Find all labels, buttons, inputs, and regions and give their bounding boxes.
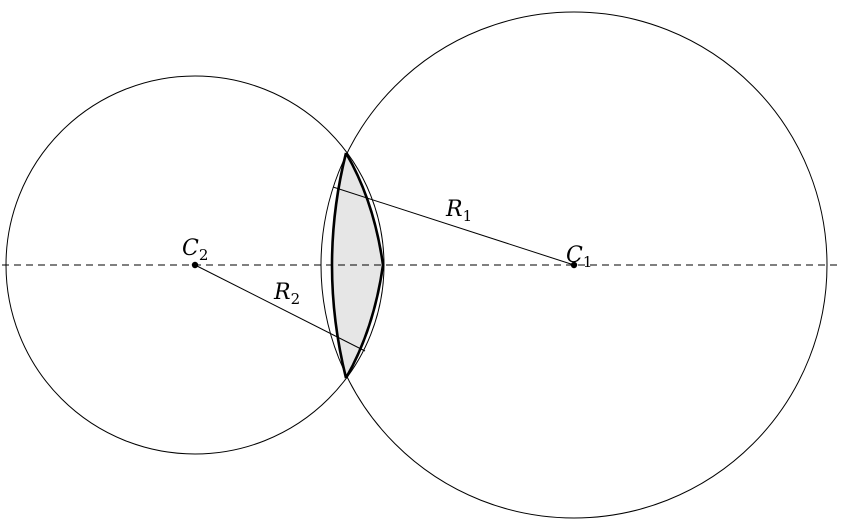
radius-1-label-sub: 1 — [463, 207, 473, 225]
radius-2-label-sub: 2 — [291, 290, 301, 308]
radius-1-segment — [332, 186, 575, 266]
radius-2-segment — [194, 264, 366, 352]
radius-2-label: R2 — [273, 280, 300, 308]
radius-1-label: R1 — [445, 197, 472, 225]
center-point-2 — [191, 261, 199, 269]
center-1-label-main: C — [566, 243, 583, 268]
center-1-label: C1 — [566, 243, 592, 271]
center-point-1 — [570, 261, 578, 269]
circle-1 — [320, 11, 828, 519]
radius-1-label-main: R — [445, 197, 463, 222]
center-2-label-main: C — [182, 236, 199, 261]
lens-boundary-left-arc — [330, 152, 348, 379]
radius-2-label-main: R — [273, 280, 291, 305]
center-1-label-sub: 1 — [583, 253, 593, 271]
center-2-label-sub: 2 — [199, 246, 209, 264]
lens-boundary-right-arc — [344, 152, 385, 379]
center-2-label: C2 — [182, 236, 208, 264]
